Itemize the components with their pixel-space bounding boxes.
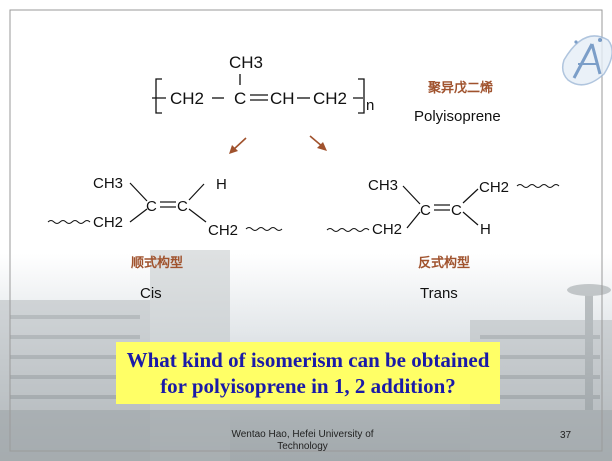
top-right-ch2: CH2 — [313, 89, 347, 108]
arrow-down-right-icon — [309, 135, 327, 151]
top-n: n — [366, 97, 374, 114]
trans-h: H — [480, 221, 491, 238]
trans-label-en: Trans — [420, 285, 458, 302]
footer-line-2: Technology — [277, 441, 328, 452]
polyisoprene-structure: CH2 CH3 C CH CH2 n 聚异戊二烯 Polyisoprene — [152, 53, 501, 125]
cis-structure: CH3 CH2 C C H CH2 顺式构型 Cis — [47, 175, 283, 302]
question-line-1: What kind of isomerism can be obtained — [126, 348, 490, 372]
cis-h: H — [216, 176, 227, 193]
university-logo — [561, 35, 612, 86]
question-box: What kind of isomerism can be obtained f… — [116, 342, 500, 404]
footer-line-1: Wentao Hao, Hefei University of — [231, 429, 374, 440]
trans-ch2-right: CH2 — [479, 179, 509, 196]
arrows — [229, 135, 327, 154]
cis-label-en: Cis — [140, 285, 162, 302]
cis-c-right: C — [177, 198, 188, 215]
arrow-down-left-icon — [229, 137, 247, 154]
trans-c-left: C — [420, 202, 431, 219]
footer-author: Wentao Hao, Hefei University of Technolo… — [195, 429, 410, 453]
trans-c-right: C — [451, 202, 462, 219]
cis-c-left: C — [146, 198, 157, 215]
top-c: C — [234, 89, 246, 108]
top-ch: CH — [270, 89, 295, 108]
polyisoprene-label-en: Polyisoprene — [414, 108, 501, 125]
cis-ch3: CH3 — [93, 175, 123, 192]
trans-structure: CH3 CH2 C C CH2 H 反式构型 Trans — [326, 177, 560, 302]
cis-ch2-left: CH2 — [93, 214, 123, 231]
polyisoprene-label-zh: 聚异戊二烯 — [427, 80, 493, 96]
question-line-2: for polyisoprene in 1, 2 addition? — [160, 374, 456, 398]
trans-ch3: CH3 — [368, 177, 398, 194]
cis-ch2-right: CH2 — [208, 222, 238, 239]
cis-label-zh: 顺式构型 — [131, 255, 183, 271]
trans-ch2-left: CH2 — [372, 221, 402, 238]
top-ch3: CH3 — [229, 53, 263, 72]
top-left-ch2: CH2 — [170, 89, 204, 108]
trans-label-zh: 反式构型 — [418, 255, 470, 271]
page-number: 37 — [560, 430, 572, 441]
